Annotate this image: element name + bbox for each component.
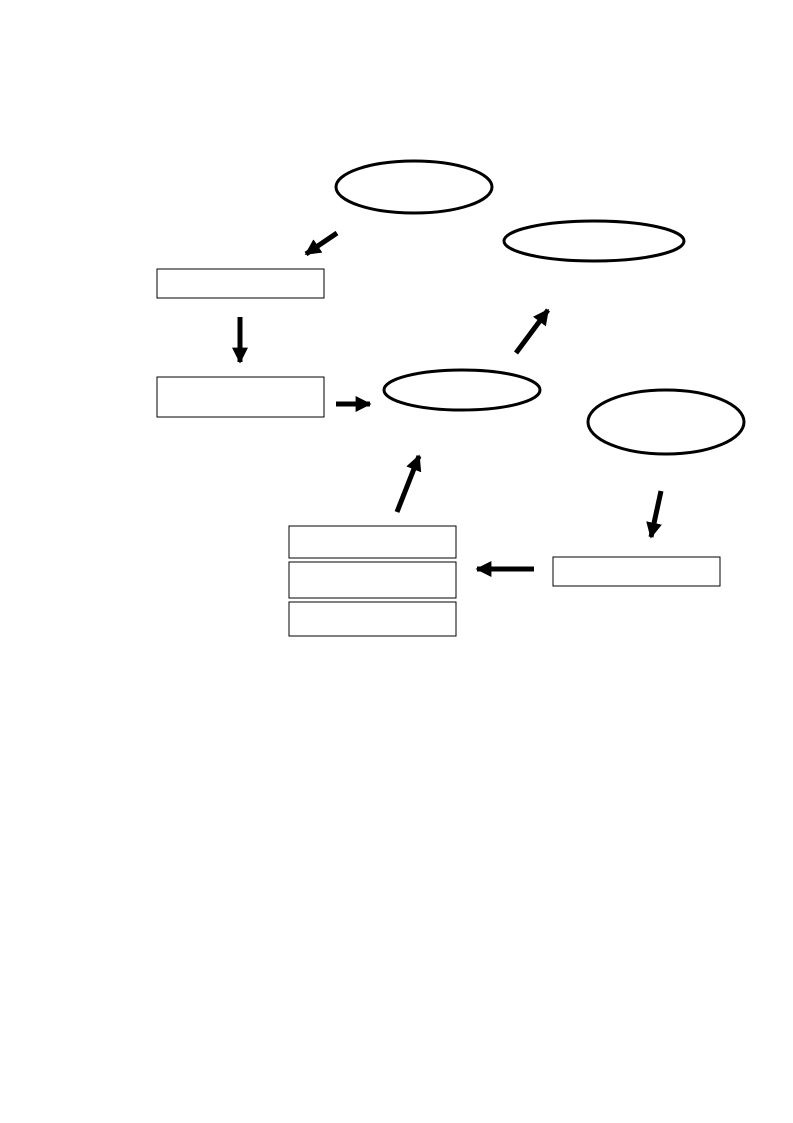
node-left-upper-box bbox=[156, 268, 325, 299]
arrow-right-ellipse-to-right-box bbox=[646, 490, 664, 539]
node-bottom-box-3 bbox=[288, 601, 457, 637]
node-bottom-box-2 bbox=[288, 561, 457, 599]
node-right-top-ellipse bbox=[502, 219, 686, 263]
node-right-ellipse bbox=[586, 388, 746, 456]
node-right-box bbox=[552, 556, 721, 587]
node-left-lower-box bbox=[156, 376, 325, 418]
arrow-center-ellipse-to-right-top-ellipse bbox=[513, 308, 551, 355]
node-top-ellipse bbox=[334, 159, 494, 215]
arrow-bottom-box-to-center-ellipse bbox=[394, 454, 422, 513]
node-bottom-box-1 bbox=[288, 525, 457, 559]
node-center-ellipse bbox=[382, 368, 542, 412]
arrow-top-ellipse-to-left-upper-box bbox=[304, 230, 339, 257]
